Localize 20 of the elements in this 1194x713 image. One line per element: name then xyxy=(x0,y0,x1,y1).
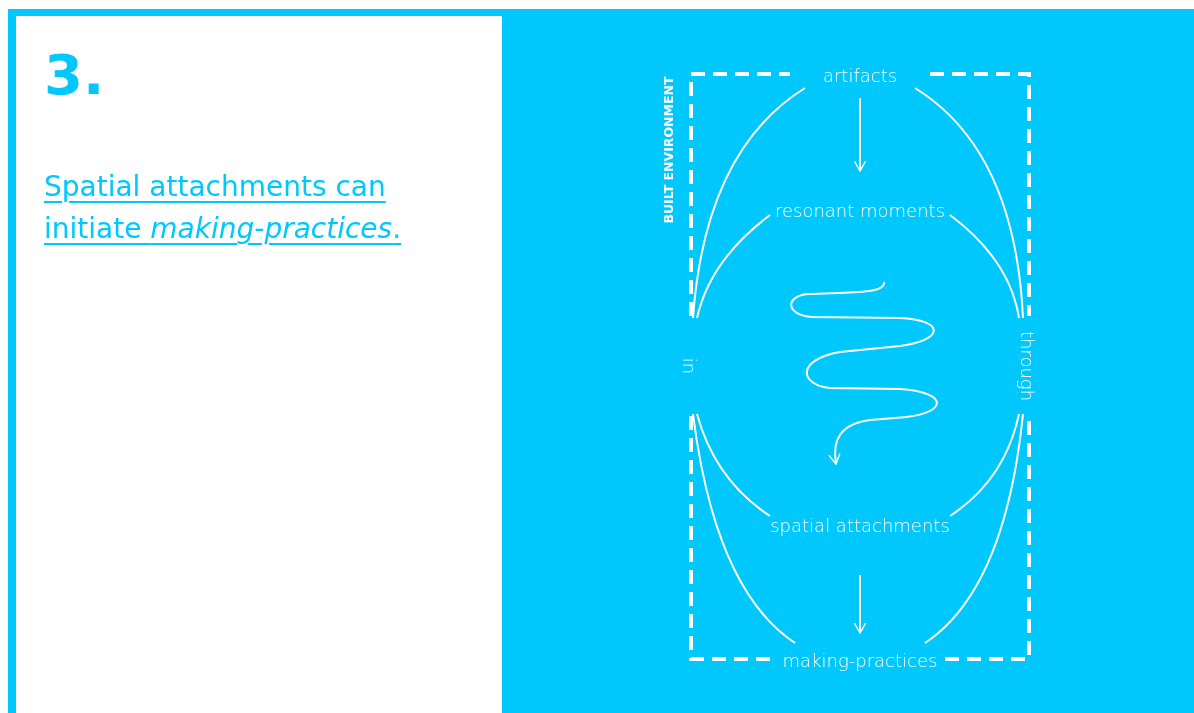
arrow xyxy=(853,574,867,634)
stage-label: resonant moments xyxy=(770,171,950,251)
step-number: 3. xyxy=(44,42,105,107)
relation-label: through xyxy=(1016,318,1038,414)
connector-curve xyxy=(692,87,806,319)
connector-curve xyxy=(696,413,771,517)
stage-label: artifacts xyxy=(805,54,915,98)
connector-curve xyxy=(949,413,1020,517)
connector-curve xyxy=(692,413,796,644)
arrow xyxy=(853,97,867,172)
connector-curve xyxy=(949,214,1020,319)
connector-curve xyxy=(914,87,1024,319)
frame-label: BUILT ENVIRONMENT xyxy=(660,76,676,224)
statement-text: Spatial attachments can initiate making-practices. xyxy=(44,169,403,247)
stage-label: making-practices xyxy=(775,643,945,679)
stage-label: spatial attachments xyxy=(770,486,950,566)
connector-curve xyxy=(696,214,771,319)
connector-curve xyxy=(924,413,1024,644)
relation-label: in xyxy=(678,318,700,414)
arrow xyxy=(790,281,938,465)
